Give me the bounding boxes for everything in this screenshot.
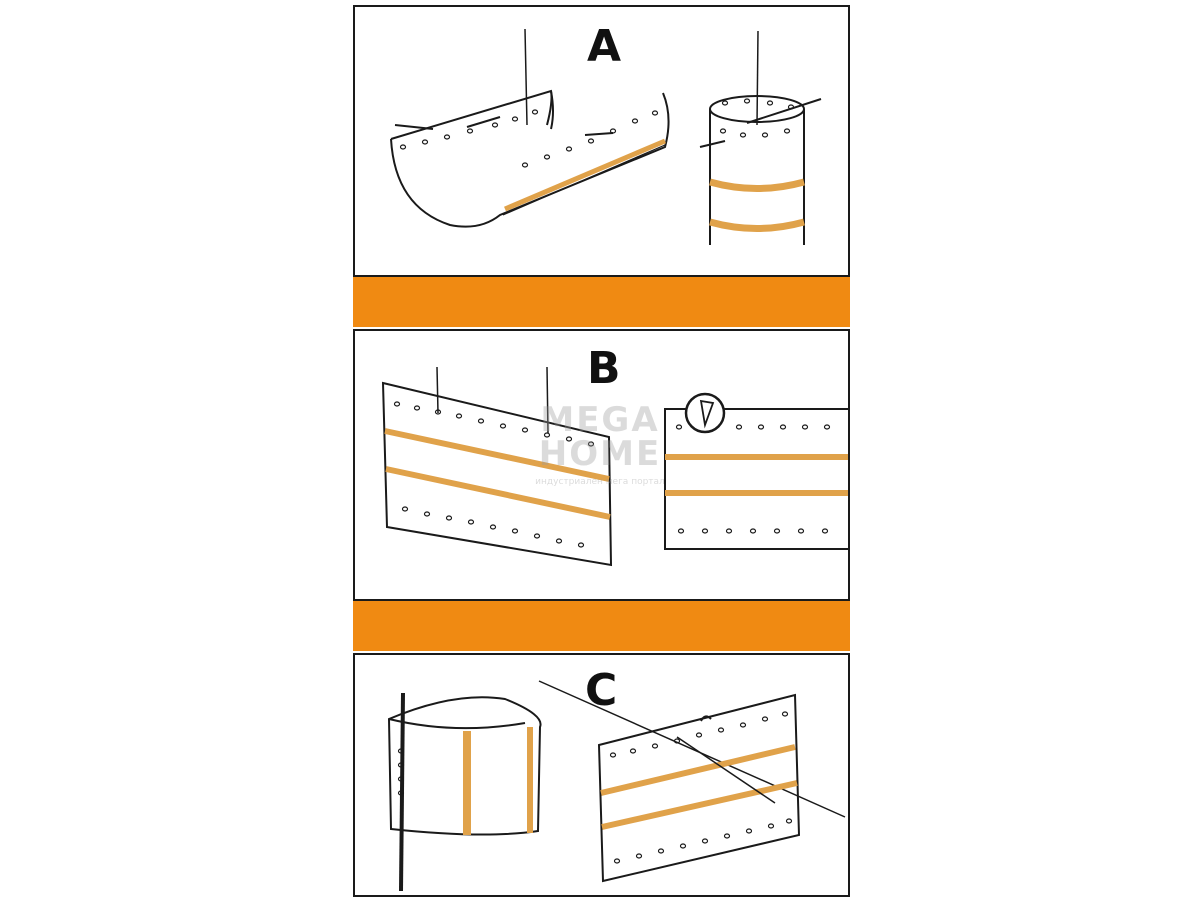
panel-letter-b: B (587, 343, 621, 394)
watermark-line2: HOME (538, 434, 662, 474)
half-pipe-illustration (390, 28, 670, 228)
flat-sheet-right-illustration (664, 392, 848, 550)
separator-band-1 (353, 277, 850, 327)
panel-letter-a: A (587, 21, 622, 72)
wrapped-sheet-illustration (387, 692, 542, 892)
watermark: MEGA HOME индустриален мега портал (525, 403, 675, 487)
watermark-line1: MEGA (540, 400, 660, 440)
panel-b-drawing (381, 366, 848, 567)
cylinder-illustration (699, 30, 822, 245)
hanging-sheet-illustration (538, 680, 846, 883)
panel-a-drawing (390, 28, 822, 245)
panel-b: B (353, 329, 850, 601)
panel-c-drawing (387, 680, 846, 892)
panel-c: C (353, 653, 850, 897)
watermark-line3: индустриален мега портал (535, 477, 665, 487)
panel-a: A (353, 5, 850, 277)
instruction-sheet: A (353, 5, 850, 897)
separator-band-2 (353, 601, 850, 651)
panel-letter-c: C (585, 665, 618, 716)
flat-sheet-left-illustration (381, 366, 613, 567)
